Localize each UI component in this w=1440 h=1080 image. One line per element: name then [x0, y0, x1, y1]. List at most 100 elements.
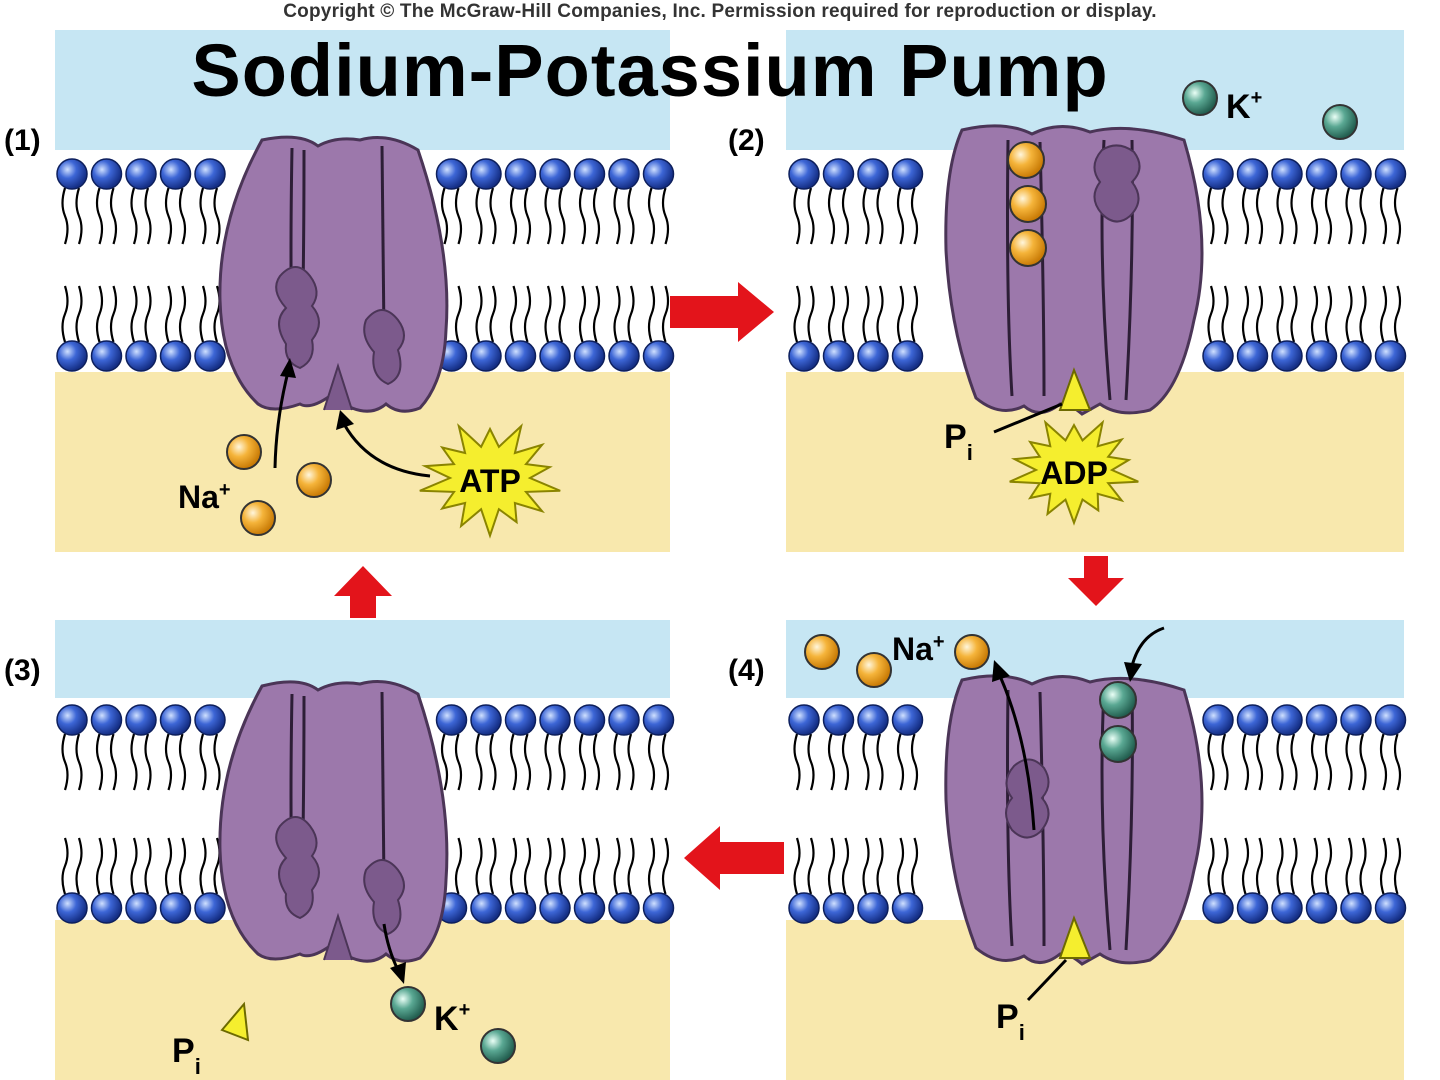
- k-label: K+: [434, 999, 470, 1038]
- potassium-ion: [1182, 80, 1218, 116]
- lipid-tail: [827, 837, 836, 895]
- lipid-tail: [592, 733, 601, 791]
- phospholipid-head: [435, 704, 468, 736]
- lipid-tail: [613, 837, 621, 895]
- lipid-tail: [1290, 837, 1298, 895]
- lipid-tail: [1207, 285, 1215, 343]
- phospholipid-head: [857, 892, 889, 924]
- lipid-tail: [807, 285, 815, 343]
- phospholipid-head: [857, 340, 889, 372]
- lipid-tail: [876, 837, 884, 895]
- phospholipid-head: [470, 704, 502, 736]
- phospholipid-head: [56, 158, 88, 190]
- phosphate-group: [1058, 915, 1092, 959]
- adp-label: ADP: [1040, 455, 1108, 491]
- phospholipid-head: [891, 158, 924, 190]
- phospholipid-head: [1202, 158, 1234, 190]
- lipid-tail: [440, 733, 449, 791]
- phospholipid-head: [1374, 892, 1407, 924]
- lipid-tail: [661, 733, 670, 791]
- lipid-tail: [876, 187, 884, 245]
- lipid-tail: [544, 187, 552, 245]
- na-exit-arrow: [998, 675, 1036, 831]
- na-exit-arrowhead: [992, 660, 1010, 682]
- phospholipid-head: [539, 340, 571, 372]
- lipid-tail: [661, 285, 670, 343]
- phospholipid-head: [608, 340, 640, 372]
- pi-pointer-line: [993, 402, 1063, 434]
- lipid-tail: [75, 837, 83, 895]
- lipid-tail: [1393, 733, 1402, 791]
- phospholipid-head: [1236, 892, 1269, 924]
- lipid-tail: [1345, 733, 1353, 791]
- phospholipid-head: [788, 340, 820, 372]
- lipid-tail: [544, 733, 552, 791]
- k-release-arrowhead: [390, 962, 406, 984]
- lipid-tail: [627, 837, 635, 895]
- phospholipid-head: [822, 892, 855, 924]
- phospholipid-head: [608, 704, 640, 736]
- lipid-tail: [613, 187, 621, 245]
- phospholipid-head: [470, 340, 502, 372]
- cycle-arrow-left: [684, 826, 784, 890]
- lipid-bilayer: [788, 158, 1407, 372]
- phospholipid-head: [608, 158, 640, 190]
- lipid-tail: [1221, 733, 1229, 791]
- phospholipid-head: [1202, 340, 1234, 372]
- lipid-tail: [647, 285, 656, 343]
- lipid-tail: [75, 733, 83, 791]
- lipid-bilayer: [56, 158, 675, 372]
- atp-label: ATP: [459, 463, 521, 499]
- panel-1: Na+ ATP: [55, 30, 675, 552]
- sodium-ion: [240, 500, 276, 536]
- lipid-tail: [95, 733, 104, 791]
- phospholipid-head: [1340, 704, 1372, 736]
- lipid-tail: [144, 285, 152, 343]
- pi-label: Pi: [944, 418, 973, 465]
- lipid-tail: [523, 285, 532, 343]
- lipid-tail: [627, 733, 635, 791]
- lipid-tail: [910, 837, 919, 895]
- phospholipid-head: [56, 892, 88, 924]
- lipid-tail: [841, 187, 850, 245]
- k-entry-arrow: [1130, 626, 1165, 667]
- phospholipid-head: [573, 704, 606, 736]
- potassium-ion: [1099, 725, 1137, 763]
- phospholipid-head: [1374, 158, 1407, 190]
- lipid-tail: [1310, 837, 1319, 895]
- pi-label: Pi: [172, 1032, 201, 1079]
- lipid-tail: [475, 187, 483, 245]
- na-entry-arrow: [273, 371, 290, 469]
- phospholipid-head: [891, 892, 924, 924]
- lipid-tail: [95, 837, 104, 895]
- lipid-tail: [178, 285, 187, 343]
- lipid-tail: [130, 837, 138, 895]
- lipid-tail: [558, 285, 566, 343]
- phospholipid-head: [1305, 704, 1338, 736]
- phospholipid-head: [1271, 892, 1303, 924]
- phospholipid-head: [1236, 340, 1269, 372]
- lipid-tail: [213, 187, 221, 245]
- lipid-tail: [1207, 187, 1215, 245]
- lipid-tail: [61, 837, 69, 895]
- phospholipid-head: [194, 892, 226, 924]
- phospholipid-head: [573, 158, 606, 190]
- lipid-tail: [109, 285, 118, 343]
- lipid-tail: [647, 733, 656, 791]
- lipid-tail: [862, 837, 870, 895]
- lipid-tail: [475, 285, 483, 343]
- lipid-tail: [454, 285, 463, 343]
- phospholipid-head: [159, 892, 192, 924]
- protein-channel-left: [1006, 139, 1046, 397]
- lipid-tail: [1345, 837, 1353, 895]
- lipid-tail: [109, 187, 118, 245]
- lipid-tail: [627, 285, 635, 343]
- phospholipid-head: [470, 892, 502, 924]
- sodium-ion: [1009, 229, 1047, 267]
- phospholipid-head: [470, 158, 502, 190]
- extracellular-region: [55, 30, 670, 150]
- phospholipid-head: [1305, 340, 1338, 372]
- phospholipid-head: [1374, 340, 1407, 372]
- lipid-tail: [1241, 187, 1250, 245]
